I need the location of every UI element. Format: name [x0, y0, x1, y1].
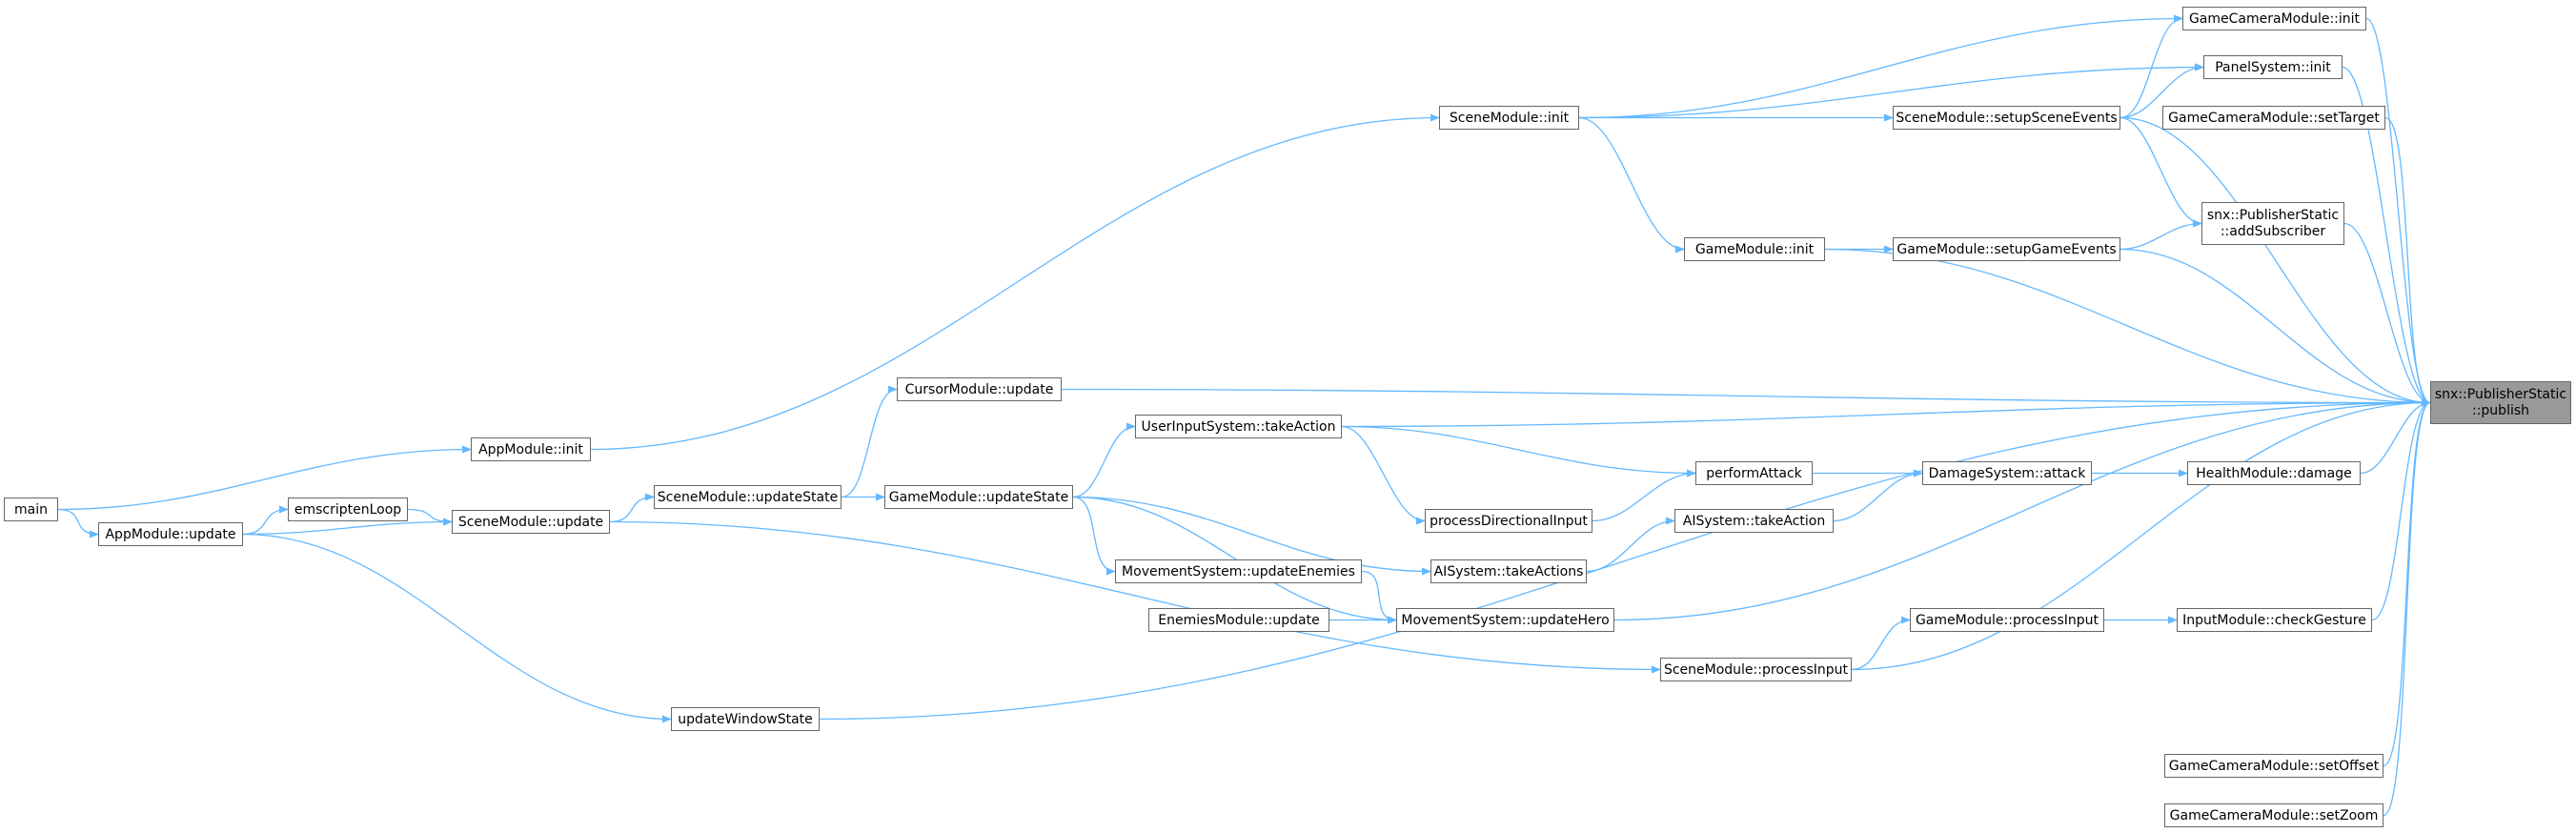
- edge-scene_updateState-to-cursor_update: [841, 385, 898, 498]
- edge-processDirectionalInput-to-performAttack: [1592, 469, 1696, 522]
- edge-scene_init-to-game_init: [1578, 116, 1685, 254]
- node-add-subscriber[interactable]: snx::PublisherStatic ::addSubscriber: [2201, 202, 2344, 245]
- node-movement-system-update-hero[interactable]: MovementSystem::updateHero: [1396, 608, 1614, 632]
- node-perform-attack[interactable]: performAttack: [1695, 461, 1813, 485]
- node-ai-system-take-actions[interactable]: AISystem::takeActions: [1430, 559, 1587, 583]
- node-process-directional-input[interactable]: processDirectionalInput: [1425, 509, 1592, 533]
- edge-gcm_setOffset-to-publish: [2383, 398, 2431, 767]
- edge-app_update-to-emscriptenLoop: [242, 505, 289, 536]
- edge-scene_setupSceneEvents-to-addSubscriber: [2120, 116, 2202, 228]
- edge-scene_update-to-scene_updateState: [609, 493, 655, 523]
- edge-app_init-to-scene_init: [590, 113, 1440, 451]
- node-game-module-setup-game-events[interactable]: GameModule::setupGameEvents: [1893, 237, 2120, 261]
- edge-userinput_takeAction-to-publish: [1341, 398, 2431, 428]
- edge-gcm_setZoom-to-publish: [2383, 398, 2431, 817]
- node-update-window-state[interactable]: updateWindowState: [671, 707, 820, 731]
- node-app-module-update[interactable]: AppModule::update: [98, 522, 243, 546]
- node-input-module-check-gesture[interactable]: InputModule::checkGesture: [2177, 608, 2372, 632]
- node-scene-module-update[interactable]: SceneModule::update: [452, 510, 610, 534]
- edge-game_setupGameEvents-to-publish: [2120, 248, 2431, 407]
- node-movement-system-update-enemies[interactable]: MovementSystem::updateEnemies: [1115, 559, 1362, 583]
- edge-app_update-to-scene_update: [242, 518, 453, 536]
- node-enemies-module-update[interactable]: EnemiesModule::update: [1148, 608, 1329, 632]
- edge-userinput_takeAction-to-performAttack: [1341, 425, 1696, 477]
- node-app-module-init[interactable]: AppModule::init: [471, 437, 591, 461]
- edge-game_updateState-to-userinput_takeAction: [1072, 422, 1136, 498]
- edge-game_init-to-publish: [1824, 248, 2431, 407]
- node-publish[interactable]: snx::PublisherStatic ::publish: [2430, 381, 2571, 424]
- node-damage-system-attack[interactable]: DamageSystem::attack: [1922, 461, 2092, 485]
- edge-scene_setupSceneEvents-to-panel_init: [2120, 63, 2204, 119]
- node-ai-system-take-action[interactable]: AISystem::takeAction: [1674, 509, 1834, 533]
- edge-scene_setupSceneEvents-to-publish: [2120, 116, 2431, 407]
- node-game-camera-module-set-zoom[interactable]: GameCameraModule::setZoom: [2164, 803, 2383, 827]
- edge-game_updateState-to-movement_updateHero: [1072, 496, 1397, 624]
- edge-game_updateState-to-ai_takeActions: [1072, 496, 1431, 576]
- node-health-module-damage[interactable]: HealthModule::damage: [2187, 461, 2361, 485]
- node-scene-module-init[interactable]: SceneModule::init: [1439, 106, 1579, 130]
- edge-input_checkGesture-to-publish: [2371, 398, 2431, 621]
- edge-gcm_init-to-publish: [2365, 17, 2431, 407]
- edge-scene_init-to-panel_init: [1578, 63, 2204, 119]
- edge-gcm_setTarget-to-publish: [2384, 116, 2431, 407]
- node-scene-module-process-input[interactable]: SceneModule::processInput: [1660, 658, 1852, 681]
- edge-cursor_update-to-publish: [1061, 388, 2431, 407]
- node-user-input-system-take-action[interactable]: UserInputSystem::takeAction: [1135, 415, 1342, 438]
- node-game-camera-module-init[interactable]: GameCameraModule::init: [2182, 7, 2366, 30]
- node-main[interactable]: main: [4, 498, 58, 521]
- edge-scene_update-to-scene_processInput: [609, 520, 1661, 674]
- edge-addSubscriber-to-publish: [2343, 222, 2431, 407]
- edge-movement_updateEnemies-to-movement_updateHero: [1361, 570, 1397, 624]
- node-scene-module-update-state[interactable]: SceneModule::updateState: [654, 485, 842, 509]
- node-panel-system-init[interactable]: PanelSystem::init: [2203, 55, 2343, 79]
- edge-updateWindowState-to-publish: [819, 398, 2431, 721]
- edge-ai_takeActions-to-ai_takeAction: [1586, 517, 1675, 573]
- edge-emscriptenLoop-to-scene_update: [407, 508, 453, 526]
- node-game-module-update-state[interactable]: GameModule::updateState: [884, 485, 1073, 509]
- edge-game_setupGameEvents-to-addSubscriber: [2120, 219, 2202, 251]
- node-cursor-module-update[interactable]: CursorModule::update: [897, 377, 1062, 401]
- node-add-subscriber-line2: ::addSubscriber: [2220, 223, 2326, 239]
- edge-game_updateState-to-movement_updateEnemies: [1072, 496, 1116, 576]
- edge-app_update-to-updateWindowState: [242, 533, 672, 723]
- node-game-camera-module-set-offset[interactable]: GameCameraModule::setOffset: [2164, 754, 2383, 778]
- node-emscripten-loop[interactable]: emscriptenLoop: [288, 498, 408, 521]
- node-game-module-process-input[interactable]: GameModule::processInput: [1910, 608, 2104, 632]
- node-publish-line1: snx::PublisherStatic: [2434, 386, 2567, 402]
- node-game-camera-module-set-target[interactable]: GameCameraModule::setTarget: [2162, 106, 2385, 130]
- edge-health_damage-to-publish: [2360, 398, 2431, 475]
- edge-main-to-app_update: [57, 508, 99, 538]
- node-publish-line2: ::publish: [2471, 402, 2530, 418]
- node-add-subscriber-line1: snx::PublisherStatic: [2206, 207, 2340, 223]
- edge-scene_processInput-to-game_processInput: [1851, 616, 1911, 671]
- edge-ai_takeAction-to-damage_attack: [1833, 469, 1923, 522]
- node-game-module-init[interactable]: GameModule::init: [1684, 237, 1825, 261]
- edge-movement_updateHero-to-publish: [1613, 398, 2431, 621]
- edge-userinput_takeAction-to-processDirectionalInput: [1341, 425, 1426, 525]
- edge-main-to-app_init: [57, 445, 472, 511]
- node-scene-module-setup-scene-events[interactable]: SceneModule::setupSceneEvents: [1893, 106, 2120, 130]
- edge-scene_processInput-to-publish: [1851, 398, 2431, 671]
- edge-panel_init-to-publish: [2342, 66, 2431, 407]
- edge-scene_init-to-gcm_init: [1578, 14, 2183, 119]
